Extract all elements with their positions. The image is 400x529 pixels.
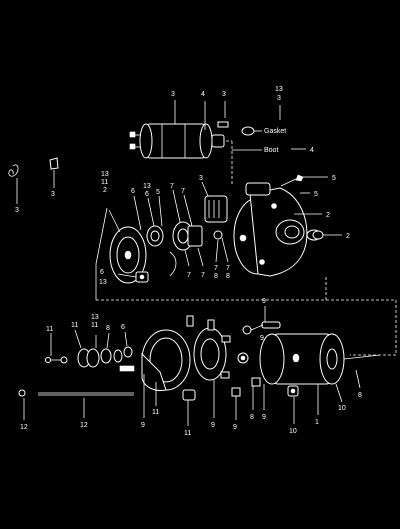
gasket-label: Gasket <box>264 128 286 135</box>
callout-low-8a: 8 <box>214 273 218 280</box>
callout-low-7c: 7 <box>214 265 218 272</box>
callout-top-13: 13 <box>275 86 283 93</box>
gasket <box>241 126 262 136</box>
callout-b-12: 12 <box>20 424 28 431</box>
callout-b-1: 1 <box>315 419 319 426</box>
callout-clip-left2: 3 <box>51 191 55 198</box>
callout-b-13: 13 <box>91 314 99 321</box>
callout-gear-6: 6 <box>131 188 135 195</box>
callout-b-8b: 8 <box>250 414 254 421</box>
callout-left-13: 13 <box>101 171 109 178</box>
callout-top-3: 3 <box>277 95 281 102</box>
callout-b-9e: 9 <box>262 414 266 421</box>
callout-mid-7b: 7 <box>181 188 185 195</box>
callout-mid-7a: 7 <box>170 183 174 190</box>
bushing <box>306 229 324 241</box>
callout-small-3: 3 <box>199 175 203 182</box>
callout-bolt-5a: 5 <box>332 175 336 182</box>
callout-left-2: 2 <box>103 187 107 194</box>
boot-label: Boot <box>264 147 278 154</box>
armature-field-frame <box>242 321 381 397</box>
callout-b-9c: 9 <box>211 422 215 429</box>
callout-b-11c: 11 <box>91 322 98 329</box>
through-bolt <box>18 389 134 397</box>
callout-low-8b: 8 <box>226 273 230 280</box>
callout-clip-left: 3 <box>15 207 19 214</box>
callout-b-8c: 8 <box>358 392 362 399</box>
callout-low-7a: 7 <box>187 272 191 279</box>
callout-boot-num: 4 <box>310 147 314 154</box>
callout-left-11: 11 <box>101 179 108 186</box>
through-bolt-washers <box>45 346 133 368</box>
solenoid-assembly <box>129 121 229 159</box>
callout-b-11a: 11 <box>46 326 53 333</box>
callout-b-11e: 11 <box>184 430 191 437</box>
callout-b-8a: 8 <box>106 325 110 332</box>
callout-low-13: 13 <box>99 279 107 286</box>
pinion-assembly <box>109 195 228 284</box>
callout-solenoid: 3 <box>171 91 175 98</box>
callout-low-7b: 7 <box>201 272 205 279</box>
thrust-washers <box>237 352 249 364</box>
callout-r-9: 9 <box>262 298 266 305</box>
callout-b-9b: 9 <box>141 422 145 429</box>
commutator-end-frame <box>119 329 191 391</box>
callout-bolt-5b: 5 <box>314 191 318 198</box>
callout-screw-top: 3 <box>222 91 226 98</box>
callout-b-10a: 10 <box>289 428 297 435</box>
callout-housing-2b: 2 <box>346 233 350 240</box>
callout-low-7d: 7 <box>226 265 230 272</box>
callout-b-10b: 10 <box>338 405 346 412</box>
callout-b-9a: 9 <box>260 335 264 342</box>
callout-mid-13: 13 <box>143 183 151 190</box>
callout-b-9d: 9 <box>233 424 237 431</box>
bolt-upper <box>280 174 304 187</box>
clip-left <box>8 157 59 177</box>
callout-housing-2a: 2 <box>326 212 330 219</box>
callout-mid-5: 5 <box>156 189 160 196</box>
callout-low-6: 6 <box>100 269 104 276</box>
callout-b-6: 6 <box>121 324 125 331</box>
drive-housing <box>233 182 308 277</box>
callout-b-11b: 11 <box>71 322 78 329</box>
callout-mid-6: 6 <box>145 191 149 198</box>
callout-b-11d: 11 <box>152 409 159 416</box>
callout-b-12b: 12 <box>80 422 88 429</box>
callout-shim: 4 <box>201 91 205 98</box>
